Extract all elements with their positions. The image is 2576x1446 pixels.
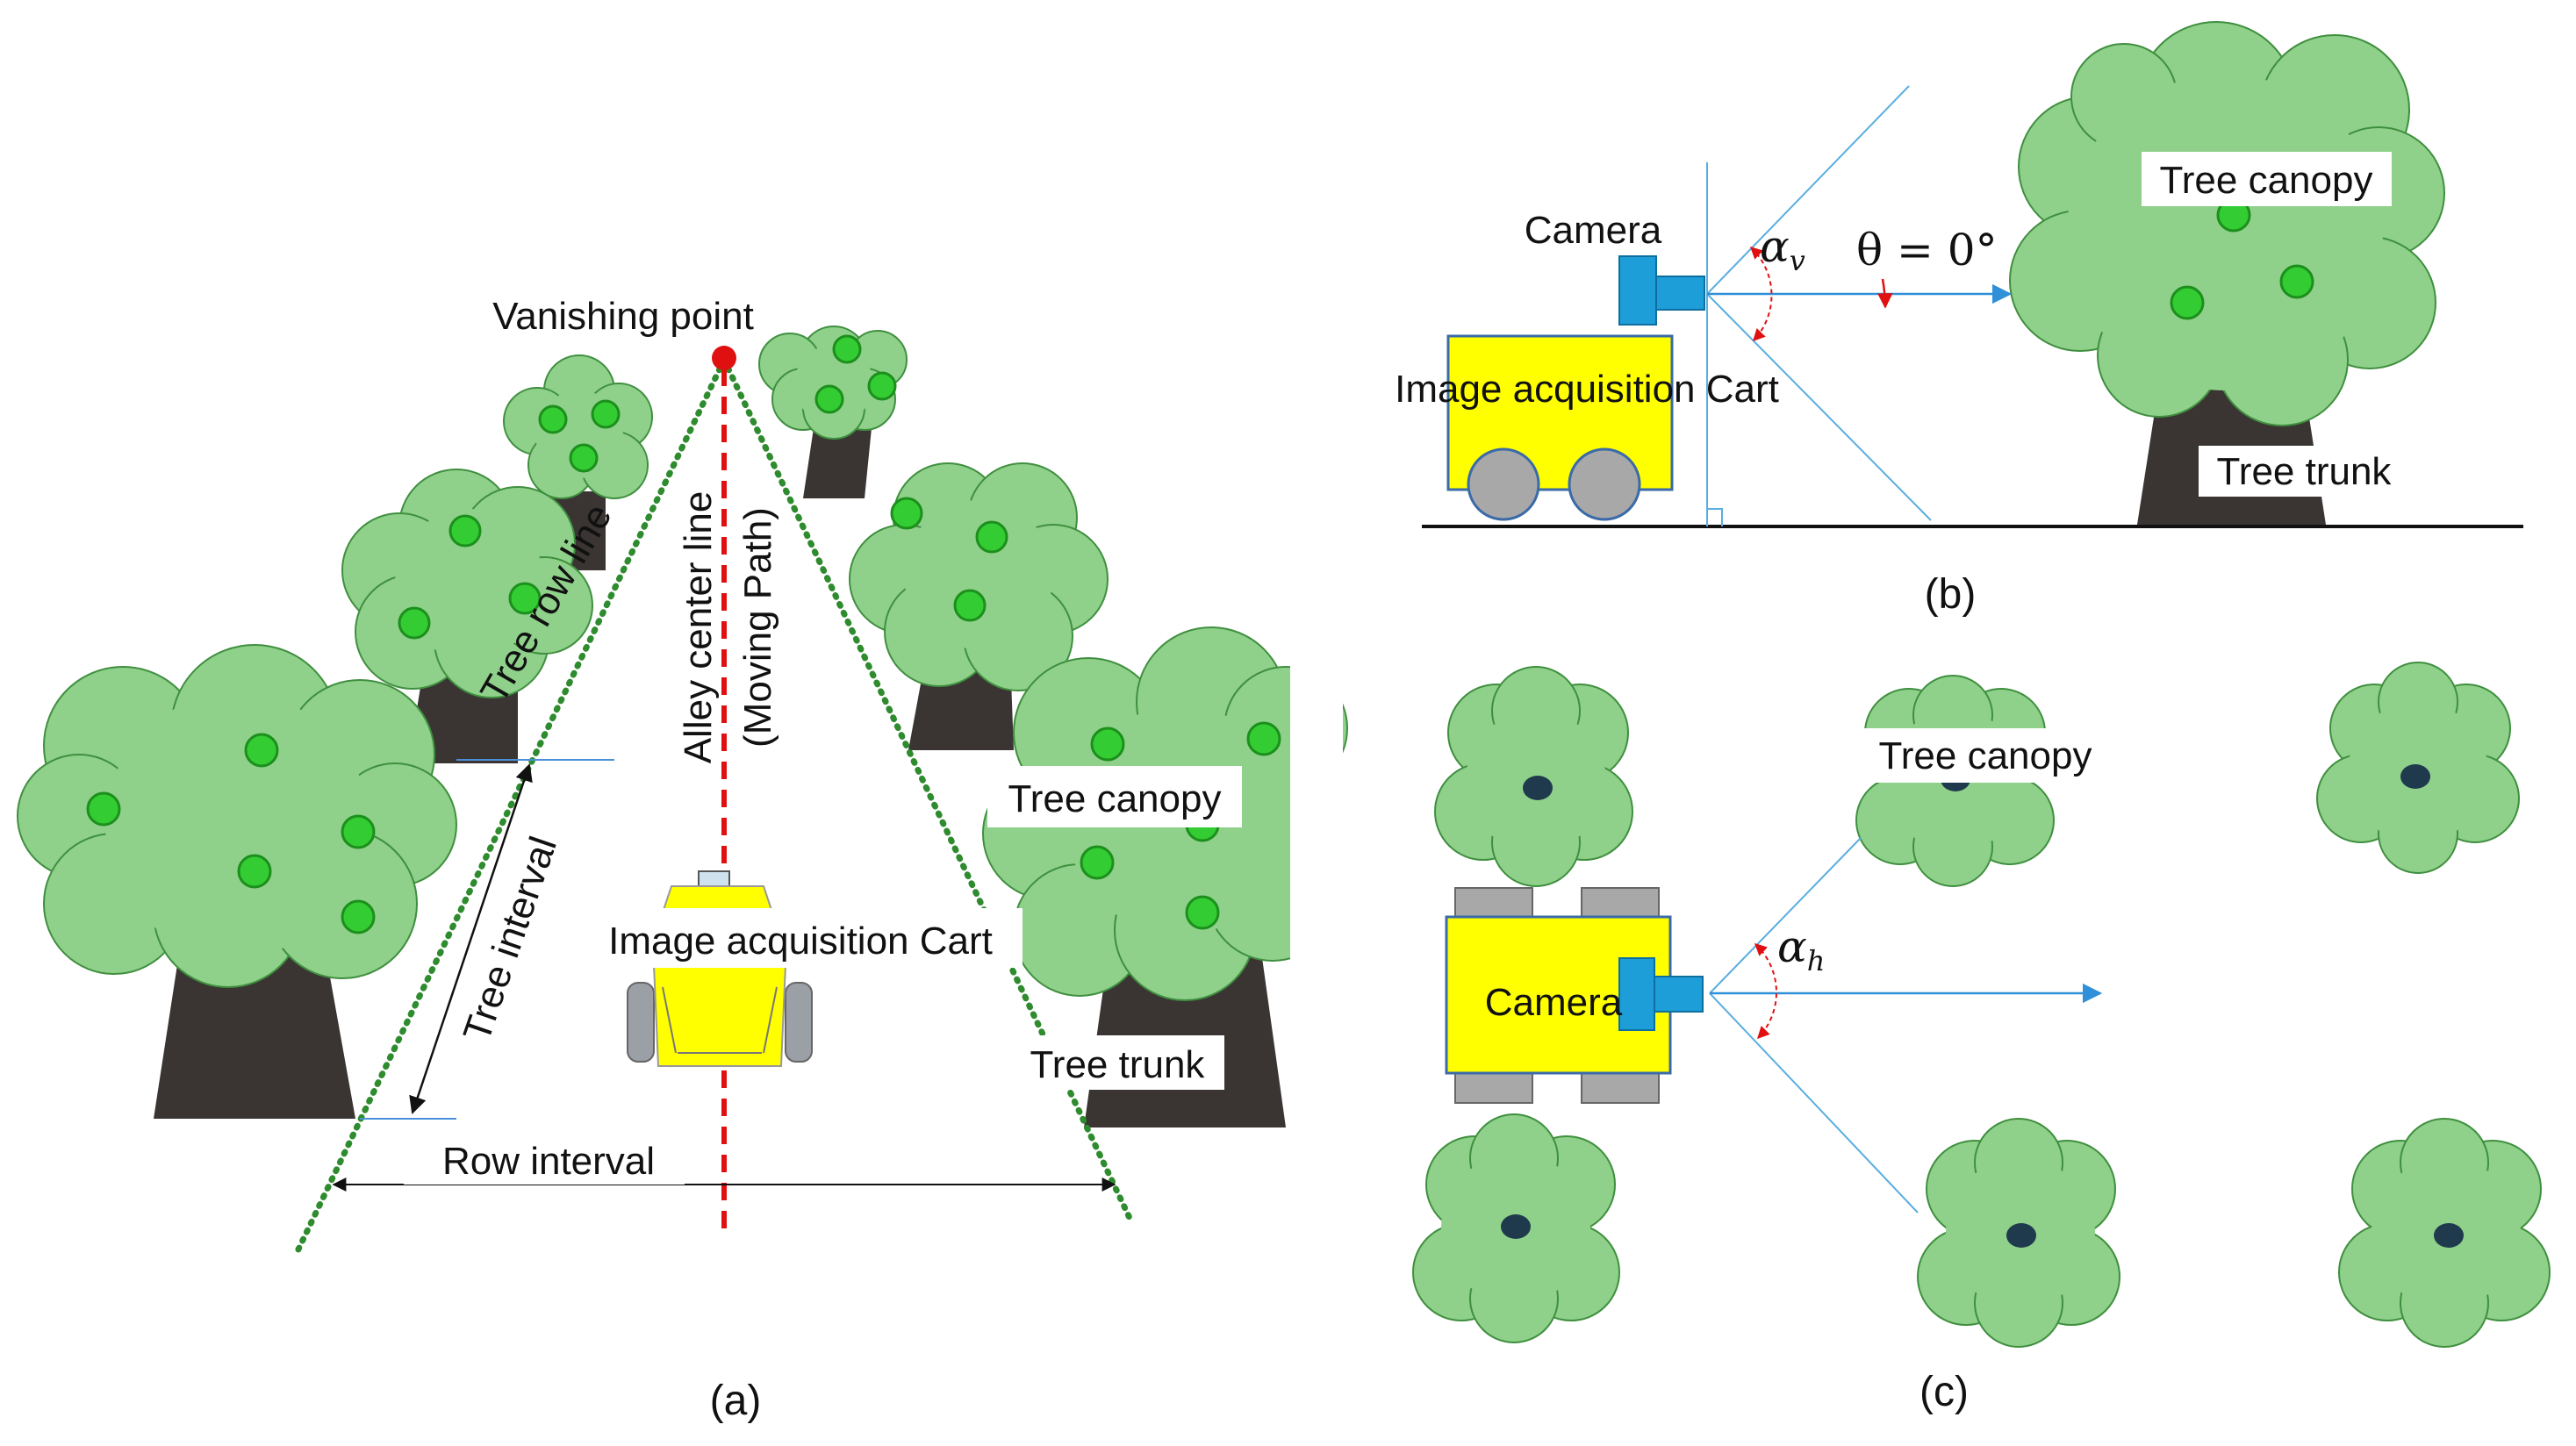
tree-trunk-label: Tree trunk (1030, 1043, 1206, 1086)
fov-lower-line (1706, 293, 1932, 521)
canopy-top-5 (1917, 1118, 2120, 1348)
camera-label-c: Camera (1485, 981, 1623, 1024)
panel-c-caption: (c) (1919, 1369, 1969, 1415)
right-angle-mark (1707, 508, 1723, 526)
theta-arc (1877, 278, 1893, 309)
tree-interval-arrow (409, 763, 533, 1114)
alley-center-line-label: Alley center line (677, 491, 720, 764)
tree-side-view (2009, 21, 2445, 525)
alpha-h-symbol: αh (1777, 921, 1825, 977)
camera-top-view (1618, 957, 1704, 1031)
fov-upper-line (1706, 85, 1910, 295)
fov-left-line (1709, 837, 1862, 994)
tree-mid-left (341, 469, 593, 763)
canopy-top-3 (2316, 662, 2520, 874)
canopy-top-6 (2338, 1118, 2551, 1348)
tree-back-right (758, 326, 908, 498)
row-interval-label: Row interval (442, 1140, 655, 1183)
cart-label: Image acquisition Cart (608, 920, 993, 963)
tree-front-left (17, 644, 457, 1119)
canopy-top-2 (1855, 675, 2106, 887)
alpha-v-symbol: αv (1760, 221, 1805, 277)
panel-a: Vanishing point Tree row line Alley cent… (17, 295, 1348, 1424)
tree-canopy-label-c: Tree canopy (1879, 734, 2092, 777)
cart-top-view (1445, 887, 1672, 1104)
vanishing-point-label: Vanishing point (492, 295, 754, 338)
tree-canopy-label-b: Tree canopy (2160, 159, 2373, 202)
canopy-top-4 (1412, 1113, 1620, 1343)
tree-trunk-label-b: Tree trunk (2217, 450, 2393, 493)
alpha-h-arc (1754, 943, 1777, 1040)
moving-path-label: (Moving Path) (736, 507, 779, 748)
cart-label-b: Image acquisition Cart (1395, 368, 1779, 411)
cart-rear-view (627, 870, 813, 1067)
alpha-v-arc (1749, 247, 1773, 342)
theta-equation: θ = 0° (1856, 225, 1998, 276)
vanishing-point-dot (712, 346, 736, 370)
tree-mid-right (849, 462, 1109, 750)
panel-b-caption: (b) (1925, 571, 1977, 618)
fov-right-line (1709, 992, 1919, 1213)
panel-b: Camera Image acquisition Cart Tree canop… (1395, 21, 2523, 618)
panel-c: Camera Tree canopy αh (c) (1412, 662, 2551, 1415)
canopy-top-1 (1434, 666, 1633, 887)
panel-a-caption: (a) (710, 1378, 762, 1424)
tree-canopy-label: Tree canopy (1008, 777, 1222, 820)
camera-label-b: Camera (1525, 209, 1662, 252)
camera-side-view (1618, 255, 1705, 326)
cart-side-view (1446, 334, 1674, 521)
